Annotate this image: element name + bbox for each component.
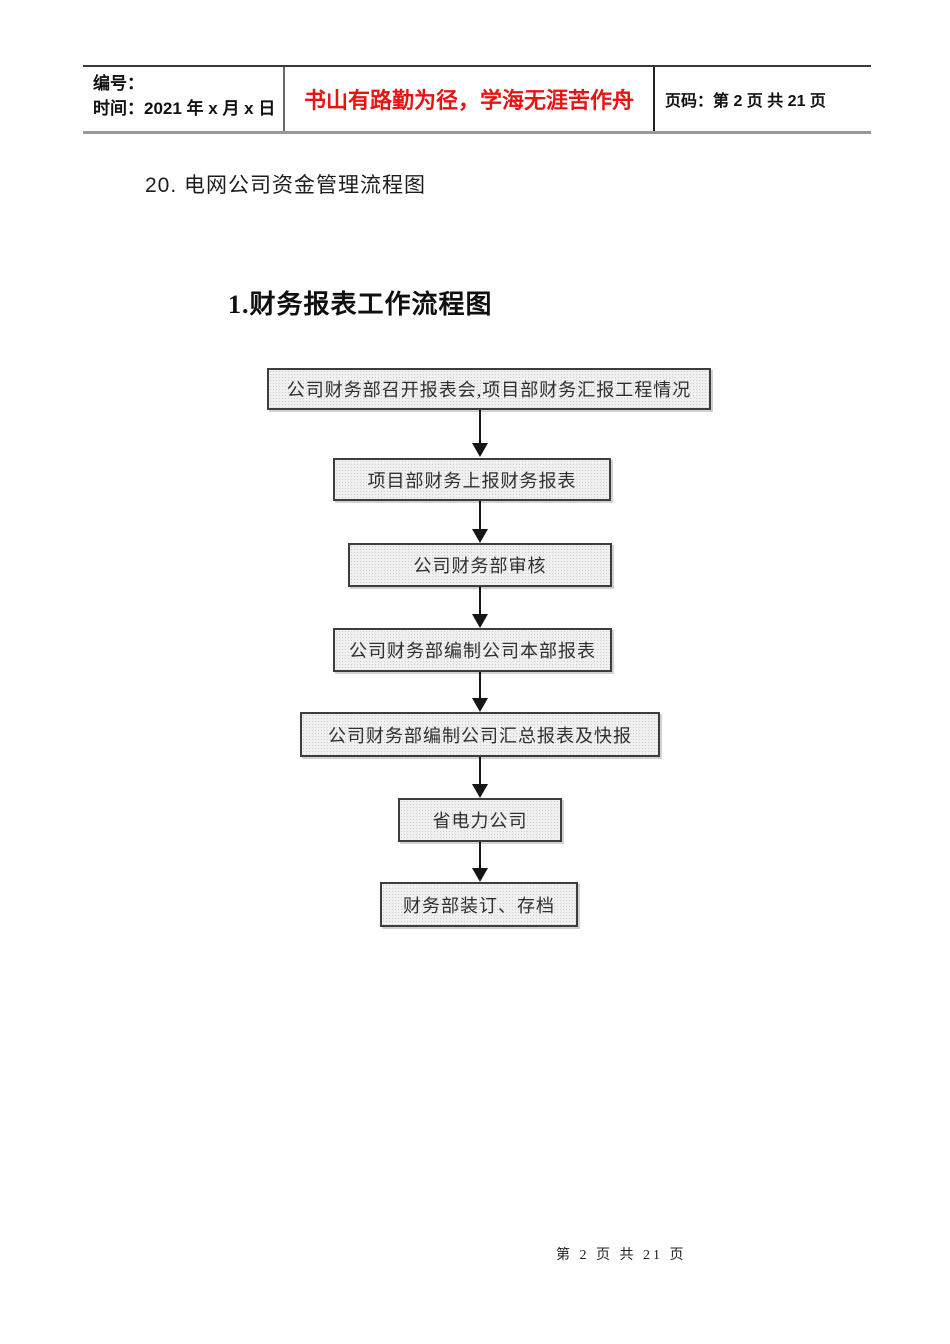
flow-arrow-6 <box>472 842 488 882</box>
flow-step-7: 财务部装订、存档 <box>380 882 578 927</box>
arrow-head-icon <box>472 698 488 712</box>
arrow-stem <box>479 587 481 615</box>
page-footer: 第 2 页 共 21 页 <box>556 1248 687 1263</box>
arrow-head-icon <box>472 614 488 628</box>
section-heading: 20. 电网公司资金管理流程图 <box>145 174 427 197</box>
arrow-head-icon <box>472 529 488 543</box>
doc-time-label: 时间：2021 年 x 月 x 日 <box>93 98 276 118</box>
flow-arrow-4 <box>472 672 488 712</box>
arrow-head-icon <box>472 784 488 798</box>
arrow-stem <box>479 757 481 785</box>
header-cell-left: 编号： 时间：2021 年 x 月 x 日 <box>83 67 283 131</box>
header-cell-motto: 书山有路勤为径，学海无涯苦作舟 <box>283 67 653 131</box>
arrow-head-icon <box>472 868 488 882</box>
header-table: 编号： 时间：2021 年 x 月 x 日 书山有路勤为径，学海无涯苦作舟 页码… <box>83 65 871 134</box>
flow-arrow-1 <box>472 410 488 457</box>
flow-arrow-3 <box>472 587 488 628</box>
flowchart-title: 1.财务报表工作流程图 <box>228 290 493 319</box>
flow-arrow-2 <box>472 501 488 543</box>
motto-text: 书山有路勤为径，学海无涯苦作舟 <box>303 88 634 113</box>
flow-step-5: 公司财务部编制公司汇总报表及快报 <box>300 712 660 757</box>
flow-step-3: 公司财务部审核 <box>348 543 612 587</box>
arrow-head-icon <box>472 443 488 457</box>
flow-step-4: 公司财务部编制公司本部报表 <box>333 628 612 672</box>
flow-step-2: 项目部财务上报财务报表 <box>333 458 611 501</box>
flow-step-1: 公司财务部召开报表会,项目部财务汇报工程情况 <box>267 368 711 410</box>
arrow-stem <box>479 410 481 444</box>
arrow-stem <box>479 842 481 869</box>
arrow-stem <box>479 672 481 699</box>
doc-number-label: 编号： <box>93 74 144 93</box>
flow-step-6: 省电力公司 <box>398 798 562 842</box>
header-cell-pageinfo: 页码：第 2 页 共 21 页 <box>653 67 871 131</box>
arrow-stem <box>479 501 481 530</box>
flow-arrow-5 <box>472 757 488 798</box>
page-info-text: 页码：第 2 页 共 21 页 <box>665 93 826 110</box>
